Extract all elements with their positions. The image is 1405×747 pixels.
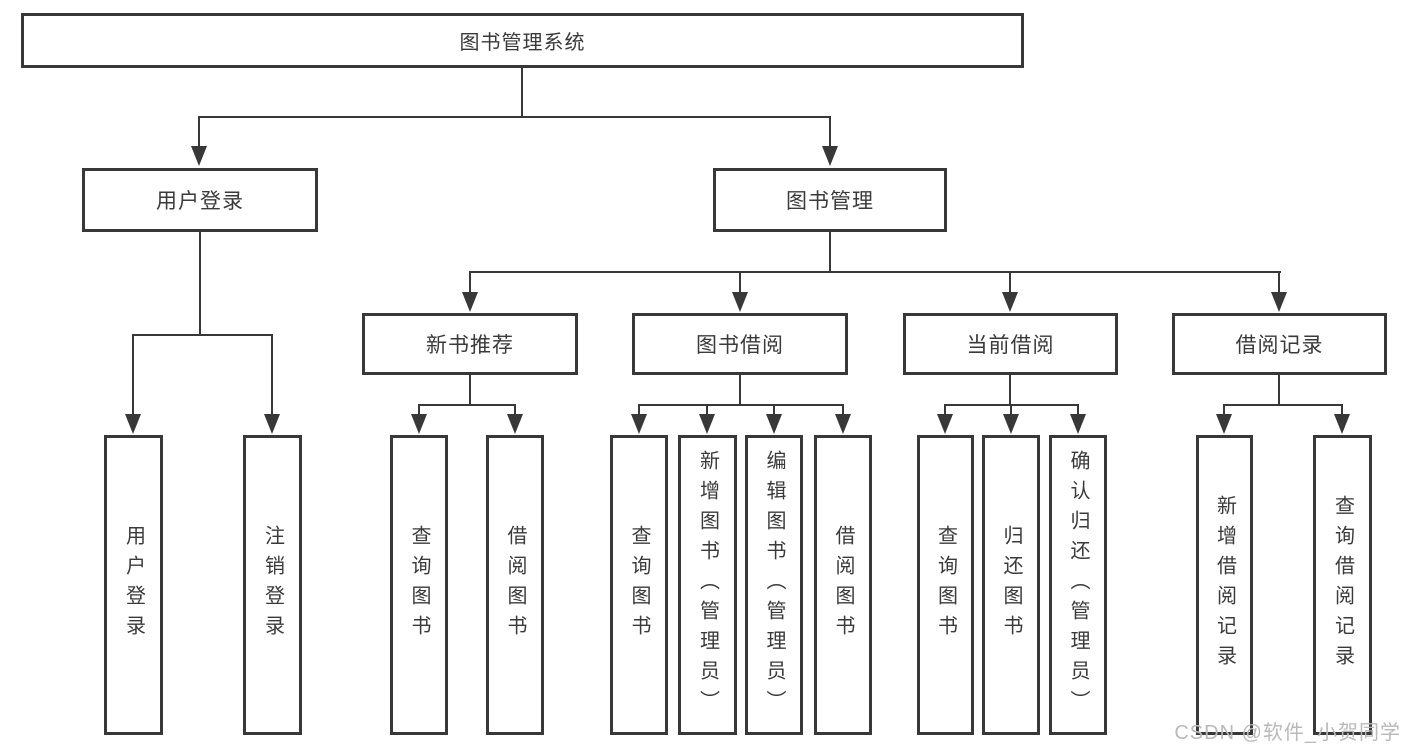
connector-line	[1010, 404, 1012, 416]
arrowhead-down-icon	[462, 292, 478, 312]
connector-book-management-stub	[829, 232, 831, 273]
connector-book-borrowing-hline	[638, 404, 844, 406]
leaf-add-borrow-record: 新增借阅记录	[1196, 435, 1253, 735]
arrowhead-down-icon	[125, 414, 141, 434]
connector-line	[739, 271, 741, 294]
connector-line	[773, 404, 775, 416]
leaf-confirm-return-admin: 确认归还（管理员）	[1049, 435, 1107, 735]
connector-line	[1009, 271, 1011, 294]
arrowhead-down-icon	[631, 414, 647, 434]
arrowhead-down-icon	[264, 414, 280, 434]
connector-line	[829, 116, 831, 149]
csdn-watermark: CSDN @软件_小贺同学	[1174, 722, 1401, 744]
connector-root-stub	[521, 68, 523, 118]
arrowhead-down-icon	[1002, 292, 1018, 312]
connector-line	[1223, 404, 1225, 416]
arrowhead-down-icon	[1271, 292, 1287, 312]
leaf-edit-books-admin: 编辑图书（管理员）	[745, 435, 803, 735]
arrowhead-down-icon	[835, 414, 851, 434]
connector-line	[1341, 404, 1343, 416]
arrowhead-down-icon	[766, 414, 782, 434]
node-current-borrowing: 当前借阅	[903, 313, 1118, 375]
connector-line	[469, 271, 471, 294]
arrowhead-down-icon	[411, 414, 427, 434]
leaf-query-books-recommend: 查询图书	[390, 435, 448, 735]
connector-user-login-stub	[199, 232, 201, 336]
node-user-login: 用户登录	[82, 168, 318, 232]
connector-line	[418, 404, 420, 416]
node-library-management-system: 图书管理系统	[21, 13, 1024, 68]
connector-line	[944, 404, 946, 416]
arrowhead-down-icon	[732, 292, 748, 312]
connector-line	[706, 404, 708, 416]
arrowhead-down-icon	[1070, 414, 1086, 434]
connector-user-login-hline	[132, 334, 273, 336]
connector-line	[1077, 404, 1079, 416]
connector-level1-hline	[198, 116, 831, 118]
arrowhead-down-icon	[1334, 414, 1350, 434]
connector-level3-hline	[469, 271, 1281, 273]
connector-line	[514, 404, 516, 416]
arrowhead-down-icon	[191, 146, 207, 166]
node-book-management: 图书管理	[713, 168, 947, 232]
connector-current-borrowing-stub	[1009, 375, 1011, 406]
leaf-query-books-borrowing: 查询图书	[610, 435, 668, 735]
connector-book-borrowing-stub	[739, 375, 741, 406]
connector-line	[1278, 271, 1280, 294]
arrowhead-down-icon	[507, 414, 523, 434]
leaf-query-books-current: 查询图书	[917, 435, 974, 735]
node-borrowing-records: 借阅记录	[1172, 313, 1387, 375]
leaf-query-borrow-record: 查询借阅记录	[1313, 435, 1372, 735]
leaf-return-books: 归还图书	[982, 435, 1040, 735]
connector-line	[638, 404, 640, 416]
arrowhead-down-icon	[1216, 414, 1232, 434]
arrowhead-down-icon	[822, 146, 838, 166]
node-new-book-recommend: 新书推荐	[362, 313, 578, 375]
connector-line	[132, 334, 134, 416]
node-book-borrowing: 图书借阅	[632, 313, 848, 375]
connector-line	[271, 334, 273, 416]
connector-new-book-hline	[418, 404, 516, 406]
arrowhead-down-icon	[937, 414, 953, 434]
connector-borrowing-records-hline	[1223, 404, 1343, 406]
leaf-borrow-books: 借阅图书	[814, 435, 872, 735]
arrowhead-down-icon	[699, 414, 715, 434]
leaf-logout: 注销登录	[243, 435, 302, 735]
connector-line	[842, 404, 844, 416]
arrowhead-down-icon	[1003, 414, 1019, 434]
leaf-add-books-admin: 新增图书（管理员）	[678, 435, 737, 735]
leaf-user-login: 用户登录	[104, 435, 163, 735]
connector-new-book-stub	[469, 375, 471, 406]
leaf-borrow-books-recommend: 借阅图书	[486, 435, 544, 735]
connector-line	[198, 116, 200, 149]
connector-borrowing-records-stub	[1278, 375, 1280, 406]
